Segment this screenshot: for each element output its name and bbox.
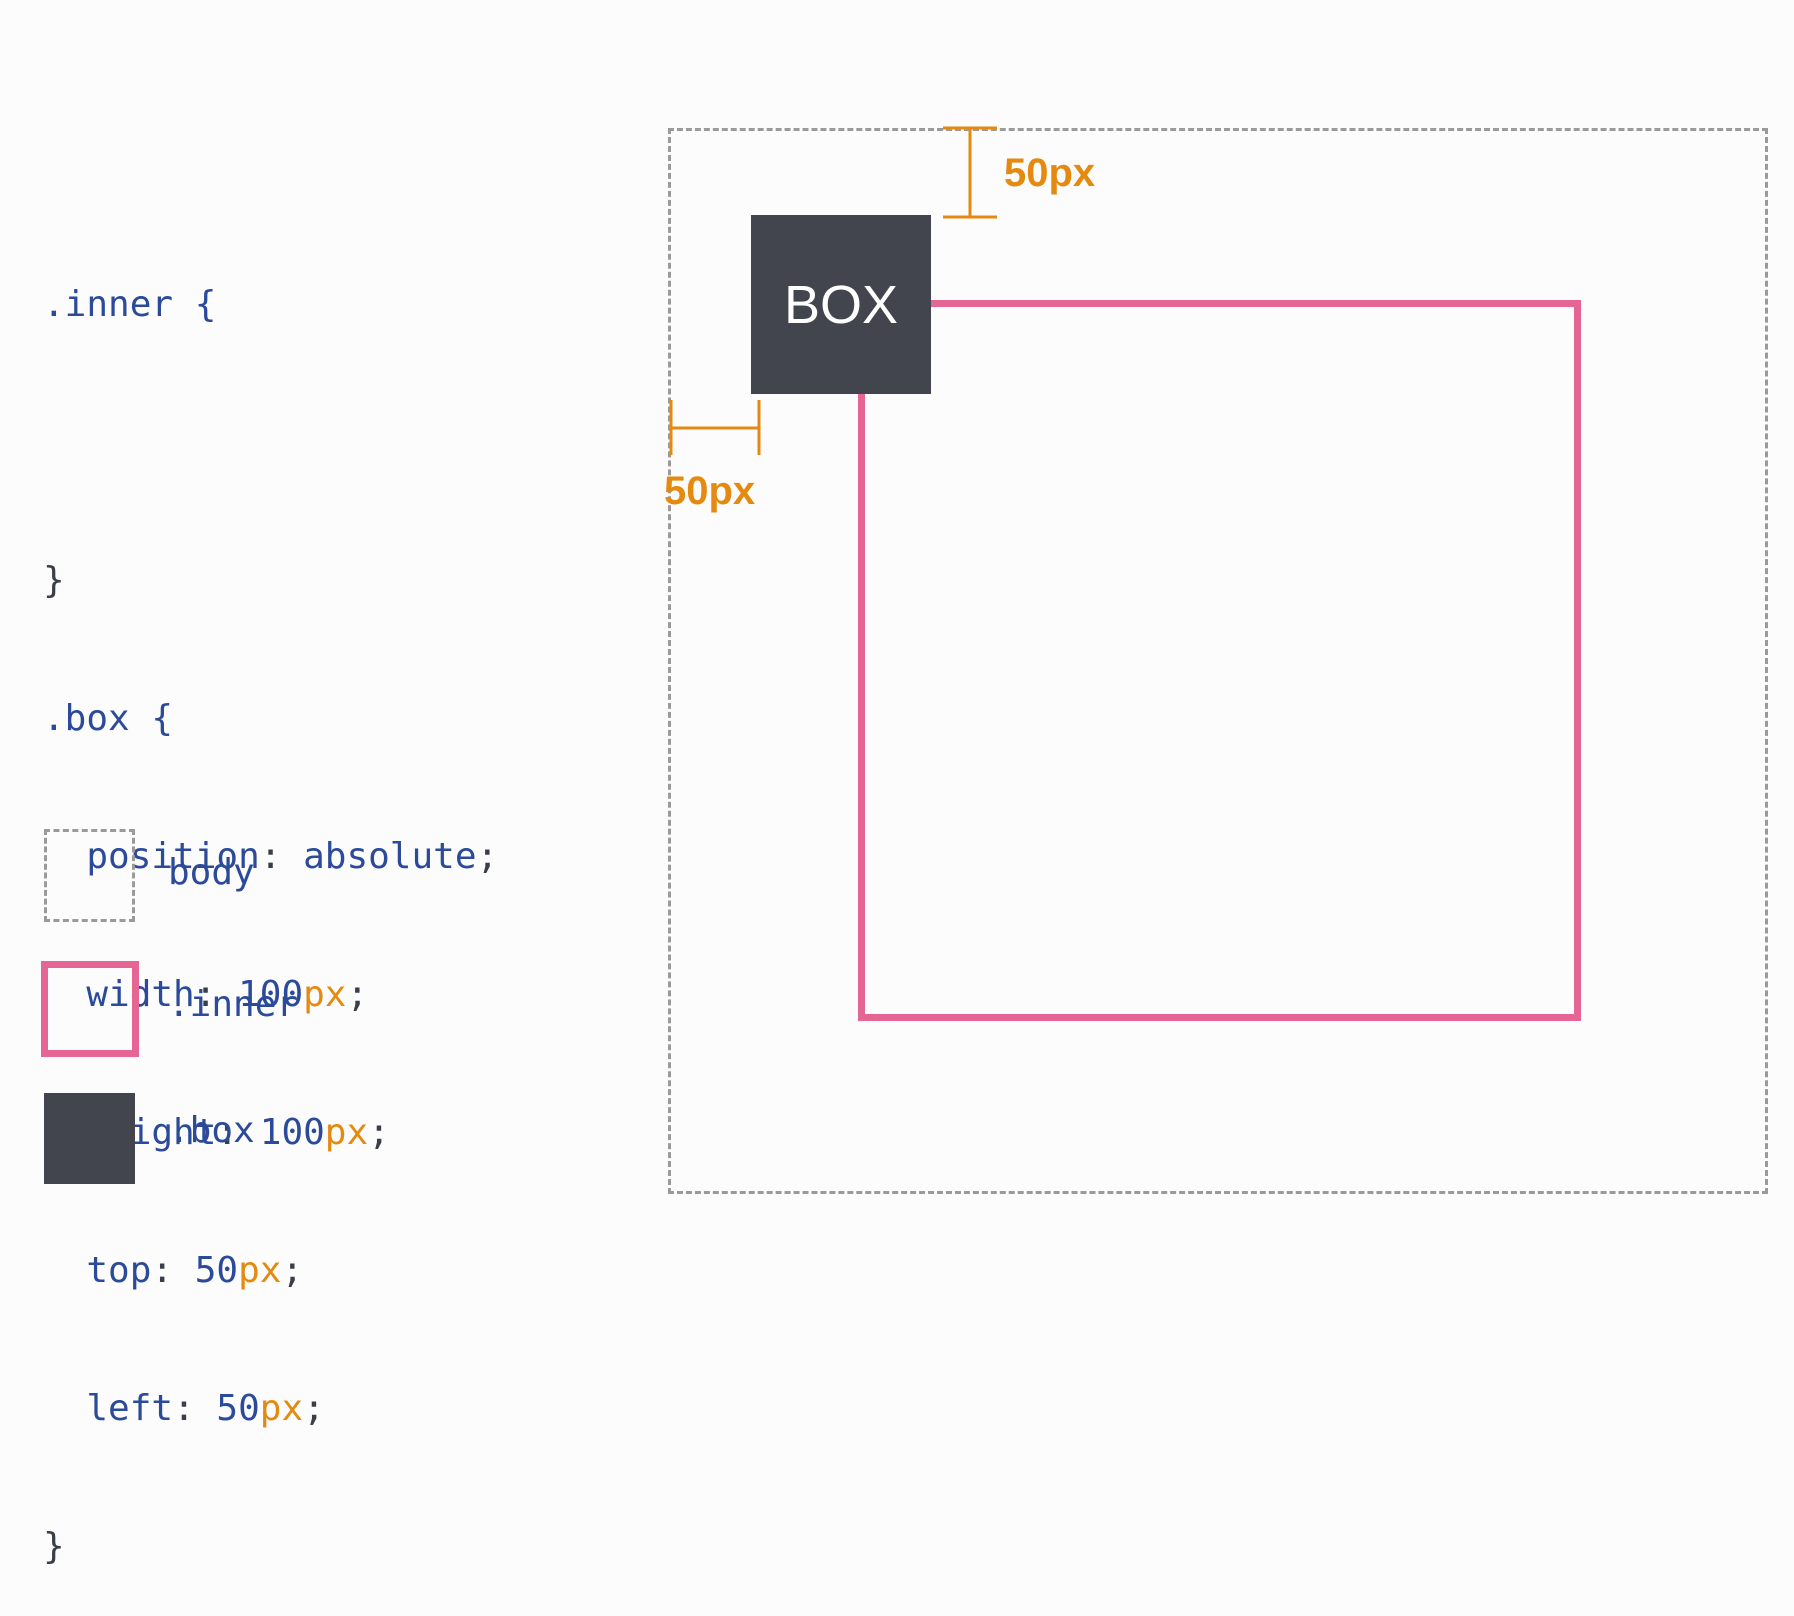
code-line-width: width: 100px; [86, 974, 369, 1015]
prop-value: 100 [259, 1112, 325, 1153]
code-line-position: position: absolute; [86, 836, 499, 877]
legend-box-label: .box [168, 1110, 255, 1151]
box-label: BOX [783, 274, 899, 335]
code-line-box-close: } [43, 1524, 498, 1570]
box-selector: .box { [43, 698, 174, 739]
prop-unit: px [238, 1250, 282, 1291]
inner-selector: .inner { [43, 284, 217, 325]
legend-box-swatch [44, 1093, 135, 1184]
prop-name: position [86, 836, 260, 877]
measurement-lines [669, 126, 997, 455]
code-line-left: left: 50px; [86, 1388, 325, 1429]
prop-unit: px [303, 974, 347, 1015]
prop-value: 50 [216, 1388, 260, 1429]
code-line-inner-open: .inner { [43, 282, 498, 328]
inner-outline [858, 300, 1581, 1021]
legend-inner-swatch [41, 961, 139, 1057]
box-close-brace: } [43, 1526, 65, 1567]
left-offset-label: 50px [664, 469, 756, 513]
prop-value: 50 [194, 1250, 239, 1291]
inner-close-brace: } [43, 560, 65, 601]
code-line-top: top: 50px; [86, 1250, 304, 1291]
legend-body-swatch [44, 829, 135, 922]
prop-name: left [86, 1388, 174, 1429]
box-element: BOX [751, 215, 931, 394]
prop-name: top [86, 1250, 152, 1291]
legend-body-label: body [168, 852, 255, 893]
code-line-inner-close: } [43, 558, 498, 604]
prop-name: width [86, 974, 195, 1015]
prop-value: 100 [238, 974, 304, 1015]
prop-unit: px [324, 1112, 369, 1153]
body-outline [668, 128, 1768, 1194]
prop-value: absolute [303, 836, 477, 877]
top-offset-label: 50px [1004, 151, 1096, 195]
prop-unit: px [259, 1388, 304, 1429]
code-line-box-open: .box { [43, 696, 498, 742]
legend-inner-label: .inner [168, 984, 299, 1025]
